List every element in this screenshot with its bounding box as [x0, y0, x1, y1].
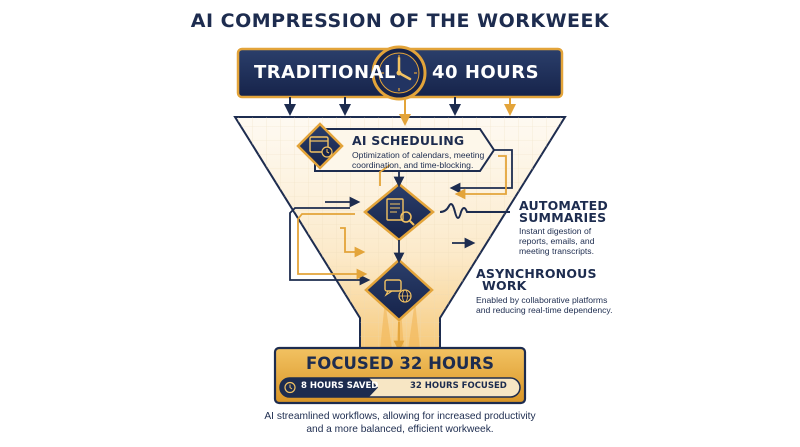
banner-hours: 40 HOURS: [432, 62, 540, 83]
glow-rays: [380, 295, 420, 350]
footer-line: AI streamlined workflows, allowing for i…: [264, 411, 536, 422]
step-scheduling-desc-line: coordination, and time-blocking.: [352, 160, 474, 170]
input-arrows: [284, 97, 516, 126]
step-summaries-desc-line: Instant digestion of: [519, 226, 592, 236]
step-async-desc-line: and reducing real-time dependency.: [476, 305, 613, 315]
step-async-title-line: WORK: [482, 278, 527, 293]
document-search-icon: [363, 182, 435, 242]
saved-clock-icon: [284, 381, 296, 394]
wave-line: [439, 203, 510, 219]
step-summaries-desc: Instant digestion of reports, emails, an…: [519, 226, 594, 256]
step-async-title-line: ASYNCHRONOUS: [476, 266, 597, 281]
step-async-title: ASYNCHRONOUS WORK: [476, 266, 597, 293]
banner-traditional: TRADITIONAL: [254, 62, 396, 83]
step-summaries-title: AUTOMATED SUMMARIES: [519, 198, 608, 225]
step-summaries-title-line: AUTOMATED: [519, 198, 608, 213]
step-summaries-title-line: SUMMARIES: [519, 210, 607, 225]
hours-focused-label: 32 HOURS FOCUSED: [410, 381, 507, 391]
step-scheduling-desc: Optimization of calendars, meeting coord…: [352, 150, 484, 170]
step-async-desc: Enabled by collaborative platforms and r…: [476, 295, 612, 315]
focused-hours-title: FOCUSED 32 HOURS: [306, 354, 494, 373]
page-title: AI COMPRESSION OF THE WORKWEEK: [190, 10, 610, 32]
step-scheduling-desc-line: Optimization of calendars, meeting: [352, 150, 485, 160]
step-scheduling-title: AI SCHEDULING: [352, 133, 465, 148]
step-summaries-desc-line: meeting transcripts.: [519, 246, 594, 256]
clock-icon: [371, 45, 427, 101]
flow-arrows: [289, 149, 513, 352]
calendar-clock-icon: [296, 122, 344, 170]
step-summaries-desc-line: reports, emails, and: [519, 236, 595, 246]
hours-saved-segment: [280, 378, 378, 397]
footer-line: and a more balanced, efficient workweek.: [306, 424, 494, 435]
chat-globe-icon: [364, 258, 434, 322]
hours-saved-label: 8 HOURS SAVED: [301, 381, 379, 391]
step-async-desc-line: Enabled by collaborative platforms: [476, 295, 608, 305]
footer-caption: AI streamlined workflows, allowing for i…: [0, 410, 800, 436]
